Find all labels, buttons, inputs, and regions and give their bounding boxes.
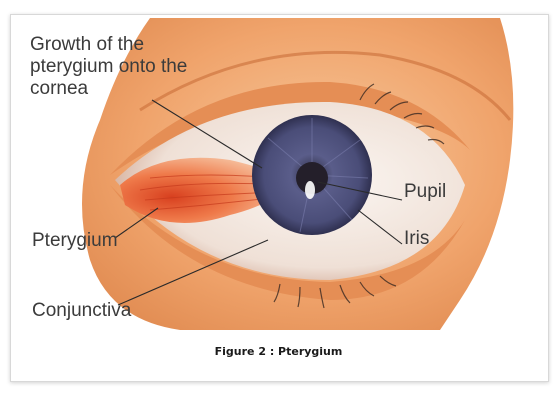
label-pterygium: Pterygium [32, 230, 118, 252]
figure-caption: Figure 2 : Pterygium [0, 345, 557, 358]
label-conjunctiva: Conjunctiva [32, 300, 131, 322]
label-pupil: Pupil [404, 181, 446, 203]
pupil-highlight [305, 181, 315, 199]
label-growth: Growth of the pterygium onto the cornea [30, 34, 205, 100]
label-iris: Iris [404, 228, 429, 250]
